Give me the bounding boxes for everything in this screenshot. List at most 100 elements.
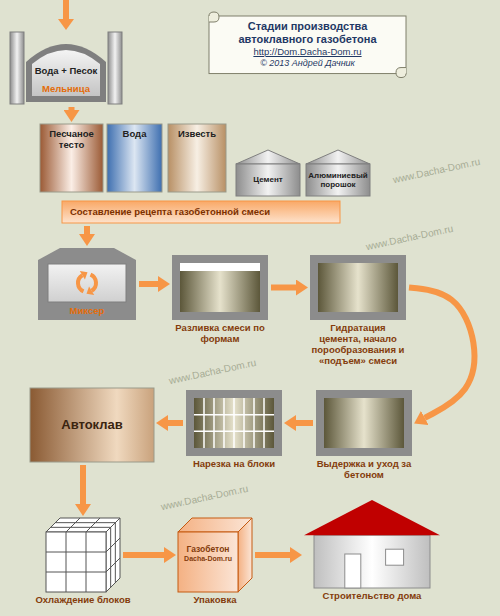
process-box: Гидратация цемента, начало порообразован… — [310, 255, 406, 367]
node-text: Автоклав — [61, 418, 123, 433]
mixer-shape: Миксер — [38, 248, 136, 320]
flow-arrow — [409, 288, 474, 418]
rotation-head — [80, 271, 88, 280]
box-fill — [30, 388, 154, 462]
silo: Цемент — [236, 150, 300, 196]
form-frame — [316, 390, 412, 456]
box-fill — [168, 124, 226, 192]
house-wall — [314, 535, 430, 588]
flow-arrow — [80, 465, 86, 504]
node-text: Известь — [178, 129, 216, 140]
process-box-outline — [186, 390, 282, 456]
flow-arrow — [296, 420, 313, 426]
cut-line — [243, 398, 245, 448]
autoclave-shape: Автоклав — [30, 388, 154, 462]
cut-line — [233, 398, 235, 448]
input-arrow — [58, 0, 74, 30]
node-label: Упаковка — [165, 595, 265, 606]
rotation-arc — [76, 274, 84, 294]
material-box: Известь — [168, 124, 226, 192]
mill-shape: Вода + ПесокМельница — [10, 32, 122, 104]
node-text: Миксер — [70, 306, 105, 317]
material-box-shape: Песчаное тесто — [40, 124, 103, 192]
cut-line — [213, 398, 215, 448]
cut-line — [194, 431, 274, 433]
mixer-rotation-icon — [76, 271, 98, 295]
package-cube-shape: ГазобетонDacha-Dom.ru — [178, 518, 252, 592]
watermark: www.Dacha-Dom.ru — [168, 357, 257, 386]
watermark: www.Dacha-Dom.ru — [160, 483, 249, 512]
process-box: Разливка смеси по формам — [172, 255, 268, 345]
box-fill — [40, 124, 103, 192]
node-text: Составление рецепта газобетонной смеси — [70, 207, 270, 218]
material-box: Песчаное тесто — [40, 124, 103, 192]
copyright: © 2013 Андрей Дачник — [219, 58, 396, 68]
flow-arrow — [84, 226, 90, 234]
diagram-title: Стадии производства автоклавного газобет… — [219, 20, 396, 45]
process-box: Выдержка и уход за бетоном — [316, 390, 412, 481]
mill-post — [108, 32, 122, 104]
grid-line — [46, 552, 106, 553]
mix-surface — [180, 263, 260, 271]
grid-line — [66, 532, 67, 592]
house: Строительство дома — [304, 500, 440, 602]
form-fill — [324, 398, 404, 448]
watermark: www.Dacha-Dom.ru — [392, 156, 481, 185]
grid-line — [110, 527, 111, 587]
block-cube: Охлаждение блоков — [33, 518, 133, 606]
node-text: Dacha-Dom.ru — [184, 555, 232, 563]
grid-line — [55, 522, 115, 523]
node-text: Газобетон — [187, 545, 230, 555]
mill-dome-inner — [32, 50, 100, 96]
silo-roof — [236, 150, 300, 164]
process-box-shape — [316, 390, 412, 456]
mixer-window — [48, 264, 126, 302]
scroll-sheet — [209, 16, 406, 74]
grid-line — [115, 523, 116, 583]
cube-side — [106, 518, 120, 592]
recipe-band-shape: Составление рецепта газобетонной смеси — [62, 201, 340, 223]
node-text: Мельница — [42, 84, 90, 95]
cut-line — [203, 398, 205, 448]
form-fill — [194, 398, 274, 448]
node-label: Строительство дома — [304, 591, 440, 602]
house-outline — [304, 500, 440, 588]
node-text: Вода — [123, 129, 147, 140]
node-label: Разливка смеси по формам — [172, 323, 268, 345]
silo-shape: Алюминиевый порошок — [306, 150, 370, 196]
house-window — [386, 549, 404, 565]
process-box: Нарезка на блоки — [186, 390, 282, 470]
grid-line — [86, 532, 87, 592]
house-roof — [304, 500, 440, 535]
mixer-frame — [38, 248, 136, 320]
material-box-shape: Известь — [168, 124, 226, 192]
flow-arrow — [168, 420, 183, 426]
scroll-curl — [209, 12, 219, 22]
cut-line — [223, 398, 225, 448]
house-shape — [304, 500, 440, 588]
input-arrow-head — [58, 19, 74, 30]
flow-arrow — [271, 285, 296, 291]
node-text: Песчаное тесто — [43, 129, 100, 151]
form-frame — [186, 390, 282, 456]
silo-outline — [236, 150, 300, 196]
cube-front — [46, 532, 106, 592]
node-label: Выдержка и уход за бетоном — [316, 459, 412, 481]
process-box-outline — [316, 390, 412, 456]
grid-line — [46, 572, 106, 573]
process-box-shape — [172, 255, 268, 320]
silo-body — [306, 164, 370, 196]
process-box-shape — [310, 255, 406, 320]
form-fill — [318, 263, 398, 312]
box-fill — [107, 124, 162, 192]
cut-line — [263, 398, 265, 448]
flow-arrow — [69, 107, 75, 110]
process-box-outline — [172, 255, 268, 320]
grid-line — [66, 518, 80, 532]
watermark: www.Dacha-Dom.ru — [365, 223, 454, 252]
cut-line — [253, 398, 255, 448]
site-url: http://Dom.Dacha-Dom.ru — [219, 47, 396, 58]
node-text: Вода + Песок — [35, 66, 98, 77]
form-fill — [180, 263, 260, 312]
node-text: Цемент — [253, 175, 282, 184]
